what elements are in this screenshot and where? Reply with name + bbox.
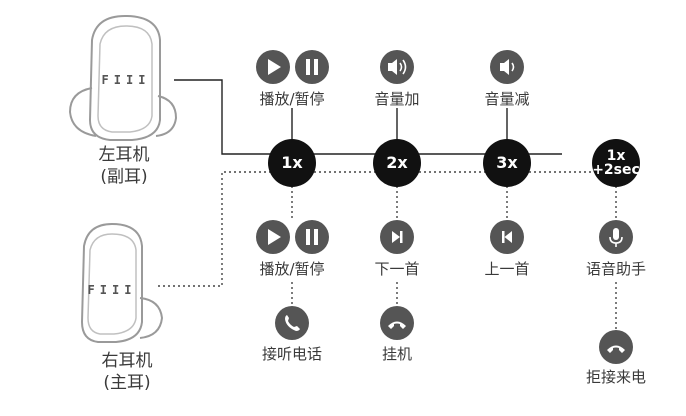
call-label-answer: 接听电话 [261, 345, 323, 363]
left-earbud-logo: FIII [102, 73, 151, 87]
right-earbud-logo: FIII [88, 283, 137, 297]
bottom-label-voice-assistant: 语音助手 [585, 260, 647, 278]
left-earbud-label: 左耳机 (副耳) [99, 144, 150, 188]
left-earbud-illustration: FIII [68, 14, 178, 141]
left-earbud-role: (副耳) [100, 167, 148, 187]
play-icon [256, 50, 290, 84]
top-label-volume-down: 音量减 [484, 90, 530, 108]
call-label-reject: 拒接来电 [585, 368, 647, 386]
tap-2x: 2x [373, 139, 421, 187]
pause-icon [295, 50, 329, 84]
play-icon [256, 220, 290, 254]
volume-up-icon [380, 50, 414, 84]
hang-up-icon [380, 306, 414, 340]
bottom-label-next-track: 下一首 [374, 260, 420, 278]
hang-up-icon [599, 330, 633, 364]
right-earbud-illustration: FIII [80, 222, 164, 343]
bottom-label-play-pause: 播放/暂停 [259, 260, 325, 278]
microphone-icon [599, 220, 633, 254]
top-label-volume-up: 音量加 [374, 90, 420, 108]
previous-track-icon [490, 220, 524, 254]
tap-1x-label: 1x [281, 153, 303, 172]
tap-2x-label: 2x [386, 153, 408, 172]
right-earbud-label: 右耳机 (主耳) [102, 350, 153, 394]
left-earbud-name: 左耳机 [98, 145, 150, 165]
pause-icon [295, 220, 329, 254]
tap-long-line1: 1x [606, 148, 626, 164]
right-earbud-line [158, 171, 620, 287]
tap-1x: 1x [268, 139, 316, 187]
volume-down-icon [490, 50, 524, 84]
next-track-icon [380, 220, 414, 254]
tap-3x-label: 3x [496, 153, 518, 172]
right-earbud-role: (主耳) [103, 373, 151, 393]
right-earbud-name: 右耳机 [101, 351, 153, 371]
tap-long-press: 1x +2sec [592, 139, 640, 187]
call-label-hang-up: 挂机 [381, 345, 413, 363]
phone-icon [275, 306, 309, 340]
bottom-label-previous-track: 上一首 [484, 260, 530, 278]
tap-3x: 3x [483, 139, 531, 187]
top-label-play-pause: 播放/暂停 [259, 90, 325, 108]
tap-long-line2: +2sec [592, 162, 640, 178]
